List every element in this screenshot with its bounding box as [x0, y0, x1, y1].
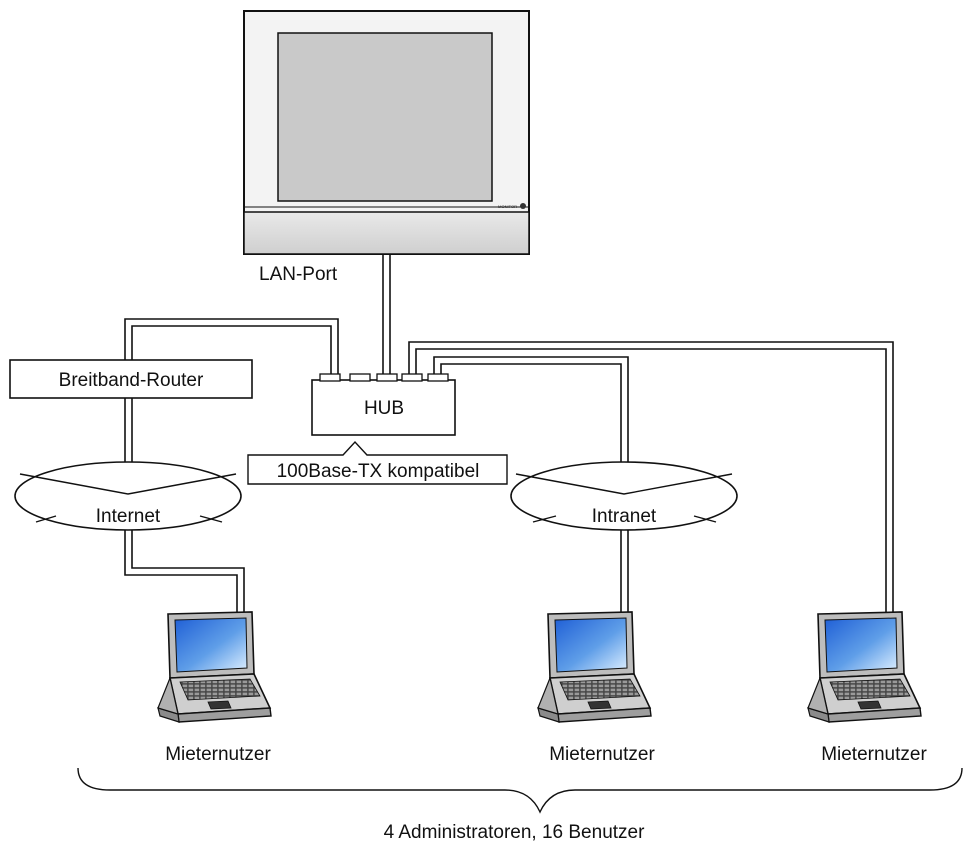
- group-brace: [77, 767, 963, 814]
- laptop-2-label: Mieternutzer: [549, 744, 655, 765]
- breitband-router: Breitband-Router: [9, 359, 253, 399]
- router-label: Breitband-Router: [59, 370, 204, 391]
- hub-port: [349, 373, 371, 382]
- internet-network: Internet: [14, 461, 242, 531]
- laptop-1-label: Mieternutzer: [165, 744, 271, 765]
- intranet-network: Intranet: [510, 461, 738, 531]
- lan-port-label: LAN-Port: [259, 264, 338, 285]
- hub-port: [427, 373, 449, 382]
- laptop-icon: [157, 611, 272, 723]
- hub-callout: 100Base-TX kompatibel: [247, 440, 508, 485]
- power-indicator-icon: [520, 203, 526, 209]
- summary-label: 4 Administratoren, 16 Benutzer: [384, 822, 646, 843]
- cables: [124, 254, 894, 612]
- monitor: MONITOR: [243, 10, 530, 255]
- hub-port: [401, 373, 423, 382]
- monitor-badge: MONITOR: [498, 204, 517, 209]
- hub-note-label: 100Base-TX kompatibel: [277, 461, 480, 482]
- hub-label: HUB: [364, 398, 404, 419]
- laptop-icon: [537, 611, 652, 723]
- hub: HUB: [311, 373, 456, 436]
- laptop-3-label: Mieternutzer: [821, 744, 927, 765]
- intranet-label: Intranet: [592, 506, 657, 527]
- internet-label: Internet: [96, 506, 161, 527]
- hub-port: [319, 373, 341, 382]
- hub-port: [376, 373, 398, 382]
- laptop-icon: [807, 611, 922, 723]
